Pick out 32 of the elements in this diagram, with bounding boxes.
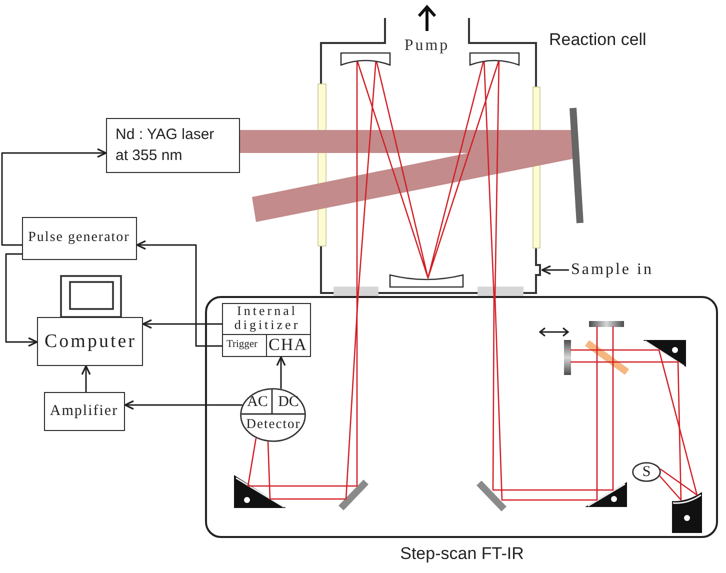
panel-title: Step-scan FT-IR (399, 543, 525, 565)
signal-arrow (142, 319, 222, 329)
port-label: Trigger (225, 338, 259, 352)
infrared-beam (247, 297, 358, 487)
signal-arrow (276, 356, 286, 389)
pump-label: Pump (403, 36, 451, 56)
source-ellipse (632, 462, 661, 482)
signal-arrow (136, 240, 222, 347)
signal-arrow (5, 253, 38, 347)
device-label: Nd : YAG laser at 355 nm (116, 124, 216, 166)
signal-arrow (124, 400, 242, 410)
leader-arrow (541, 265, 569, 275)
source-label: S (641, 463, 652, 482)
device-label: Amplifier (48, 402, 120, 420)
annotation-label: Sample in (571, 260, 654, 280)
signal-arrow (1, 148, 107, 246)
digitizer-box (222, 303, 311, 357)
port-label: DC (277, 393, 300, 412)
detector-ellipse (240, 388, 306, 442)
pulse-generator-box (22, 217, 137, 260)
port-label: CHA (268, 334, 308, 356)
panel-title: Reaction cell (549, 29, 648, 51)
infrared-beam (267, 296, 359, 500)
port-label: AC (246, 393, 269, 412)
device-label: Internal digitizer (233, 304, 302, 334)
device-label: Detector (245, 415, 302, 432)
signal-arrow (81, 365, 91, 392)
laser-box (106, 118, 240, 173)
device-label: Computer (44, 330, 138, 354)
computer-box (37, 317, 143, 366)
device-label: Pulse generator (27, 228, 131, 246)
amplifier-box (44, 392, 125, 431)
